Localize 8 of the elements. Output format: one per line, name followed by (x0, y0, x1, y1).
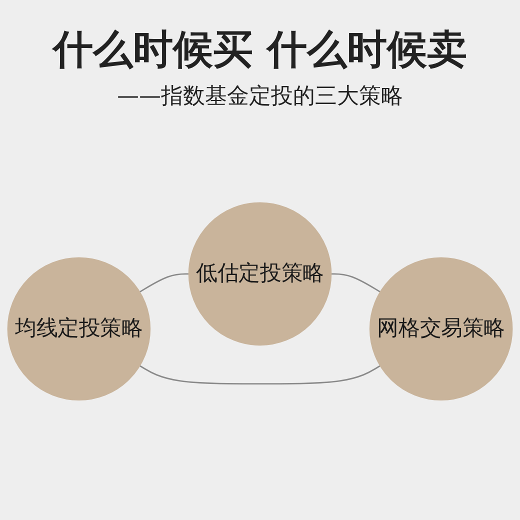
subtitle: ——指数基金定投的三大策略 (116, 83, 404, 111)
connector (331, 272, 381, 292)
connector (139, 272, 189, 292)
connector (139, 364, 381, 384)
node-circle: 低估定投策略 (188, 202, 332, 346)
node-circle: 均线定投策略 (7, 256, 151, 400)
node-circle: 网格交易策略 (369, 256, 513, 400)
title: 什么时候买 什么时候卖 (50, 26, 468, 75)
